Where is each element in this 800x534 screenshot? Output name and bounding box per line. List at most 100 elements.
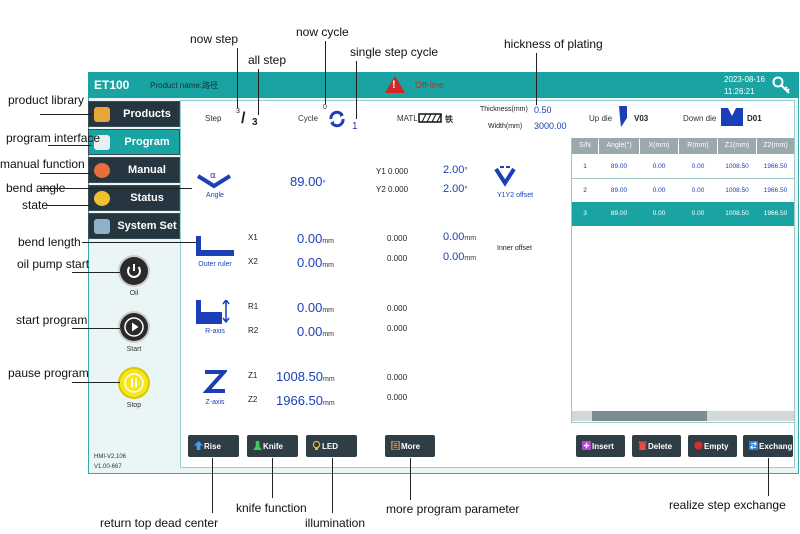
- sidebar-item-status[interactable]: Status: [88, 185, 180, 211]
- inner-offset-2[interactable]: 0.00mm: [443, 251, 476, 263]
- document-icon: [94, 135, 110, 150]
- y1-row: Y1 0.000: [376, 167, 408, 176]
- fw-version: V1.00-667: [94, 464, 122, 470]
- knife-button[interactable]: Knife: [247, 435, 298, 457]
- cell-r: 0.00: [691, 187, 705, 194]
- inner-offset-1-value: 0.00: [443, 231, 465, 243]
- more-button[interactable]: More: [385, 435, 435, 457]
- row-divider: [572, 178, 794, 179]
- offset-unit: °: [464, 166, 468, 175]
- x1-unit: mm: [322, 238, 334, 245]
- sidebar-item-program[interactable]: Program: [88, 129, 180, 155]
- annotation-manual-function: manual function: [0, 157, 85, 171]
- up-die-icon: [619, 106, 627, 127]
- y1-label: Y1: [376, 167, 386, 176]
- datetime: 2023-08-16 11:26:21: [724, 74, 765, 98]
- folder-icon: [94, 107, 110, 122]
- r2-actual: 0.000: [387, 324, 408, 333]
- leader-line: [212, 458, 213, 513]
- led-button[interactable]: LED: [306, 435, 357, 457]
- table-row-selected[interactable]: 3 89.00 0.00 0.00 1008.50 1966.50: [572, 202, 794, 226]
- sidebar-item-system-set[interactable]: System Set: [88, 213, 180, 239]
- sidebar-item-manual[interactable]: Manual: [88, 157, 180, 183]
- r2-unit: mm: [322, 331, 334, 338]
- x1-value[interactable]: 0.00mm: [297, 231, 334, 246]
- cell-sn: 3: [583, 210, 587, 217]
- angle-value[interactable]: 89.00°: [290, 174, 326, 189]
- cell-z1: 1008.50: [725, 187, 749, 194]
- z-axis-icon: [203, 370, 227, 393]
- leader-line: [536, 53, 537, 105]
- cell-sn: 1: [583, 163, 587, 170]
- annotation-knife-function: knife function: [236, 501, 307, 515]
- empty-button[interactable]: Empty: [688, 435, 737, 457]
- svg-text:α: α: [210, 171, 216, 181]
- col-header-sn: S/N: [572, 138, 598, 154]
- time-label: 11:26:21: [724, 87, 755, 96]
- angle-label: Angle: [206, 192, 224, 199]
- annotation-state: state: [22, 198, 49, 212]
- x2-value[interactable]: 0.00mm: [297, 255, 334, 270]
- oil-label: Oil: [129, 290, 139, 297]
- r2-number: 0.00: [297, 324, 323, 339]
- wrench-icon: [94, 219, 110, 234]
- z1-label: Z1: [248, 371, 258, 380]
- delete-button[interactable]: Delete: [632, 435, 681, 457]
- empty-label: Empty: [704, 442, 729, 451]
- leader-line: [48, 145, 92, 146]
- annotation-thickness: hickness of plating: [504, 37, 603, 51]
- list-icon: [391, 441, 400, 450]
- x2-number: 0.00: [297, 255, 323, 270]
- r2-value[interactable]: 0.00mm: [297, 324, 334, 339]
- start-label: Start: [126, 346, 142, 353]
- key-icon[interactable]: [772, 75, 792, 95]
- y2-row: Y2 0.000: [376, 185, 408, 194]
- annotation-more-param: more program parameter: [386, 502, 520, 516]
- start-button[interactable]: [120, 313, 148, 341]
- leader-line: [768, 458, 769, 496]
- r1-value[interactable]: 0.00mm: [297, 300, 334, 315]
- table-row[interactable]: 1 89.00 0.00 0.00 1008.50 1966.50: [572, 155, 794, 179]
- cell-sn: 2: [583, 187, 587, 194]
- r1-unit: mm: [322, 307, 334, 314]
- cycle-now-value: 0: [323, 104, 327, 111]
- leader-line: [258, 69, 259, 115]
- power-icon: [127, 264, 141, 278]
- brand-label: ET100: [94, 78, 130, 92]
- y2-value: 0.000: [388, 185, 409, 194]
- hand-icon: [94, 163, 110, 178]
- insert-button[interactable]: Insert: [576, 435, 625, 457]
- oil-pump-button[interactable]: [120, 257, 148, 285]
- sidebar-item-label: Products: [123, 108, 171, 120]
- rise-button[interactable]: Rise: [188, 435, 239, 457]
- y2-offset[interactable]: 2.00°: [443, 183, 468, 195]
- r-axis-label: R-axis: [205, 328, 225, 335]
- y1y2-offset-icon: [494, 166, 516, 187]
- leader-line: [40, 173, 92, 174]
- sidebar-item-label: System Set: [117, 220, 177, 232]
- z1-value[interactable]: 1008.50mm: [276, 369, 335, 384]
- exchange-button[interactable]: Exchang: [743, 435, 793, 457]
- col-header-x: X(mm): [640, 138, 678, 154]
- x1-actual: 0.000: [387, 234, 408, 243]
- sidebar-item-products[interactable]: Products: [88, 101, 180, 127]
- x1-number: 0.00: [297, 231, 323, 246]
- step-divider: /: [241, 110, 246, 127]
- leader-line: [332, 458, 333, 513]
- downdie-value: D01: [747, 114, 762, 123]
- col-header-z1: Z1(mm): [718, 138, 756, 154]
- table-scrollbar-thumb[interactable]: [592, 411, 707, 421]
- z2-value[interactable]: 1966.50mm: [276, 393, 335, 408]
- insert-label: Insert: [592, 442, 614, 451]
- cell-r: 0.00: [691, 163, 705, 170]
- rise-label: Rise: [204, 442, 221, 451]
- table-row[interactable]: 2 89.00 0.00 0.00 1008.50 1966.50: [572, 179, 794, 203]
- z2-label: Z2: [248, 395, 258, 404]
- y1-offset[interactable]: 2.00°: [443, 164, 468, 176]
- led-label: LED: [322, 442, 338, 451]
- annotation-oil-pump-start: oil pump start: [17, 257, 90, 271]
- status-icon: [94, 191, 110, 206]
- leader-line: [272, 458, 273, 498]
- inner-offset-1[interactable]: 0.00mm: [443, 231, 476, 243]
- stop-button[interactable]: [120, 369, 148, 397]
